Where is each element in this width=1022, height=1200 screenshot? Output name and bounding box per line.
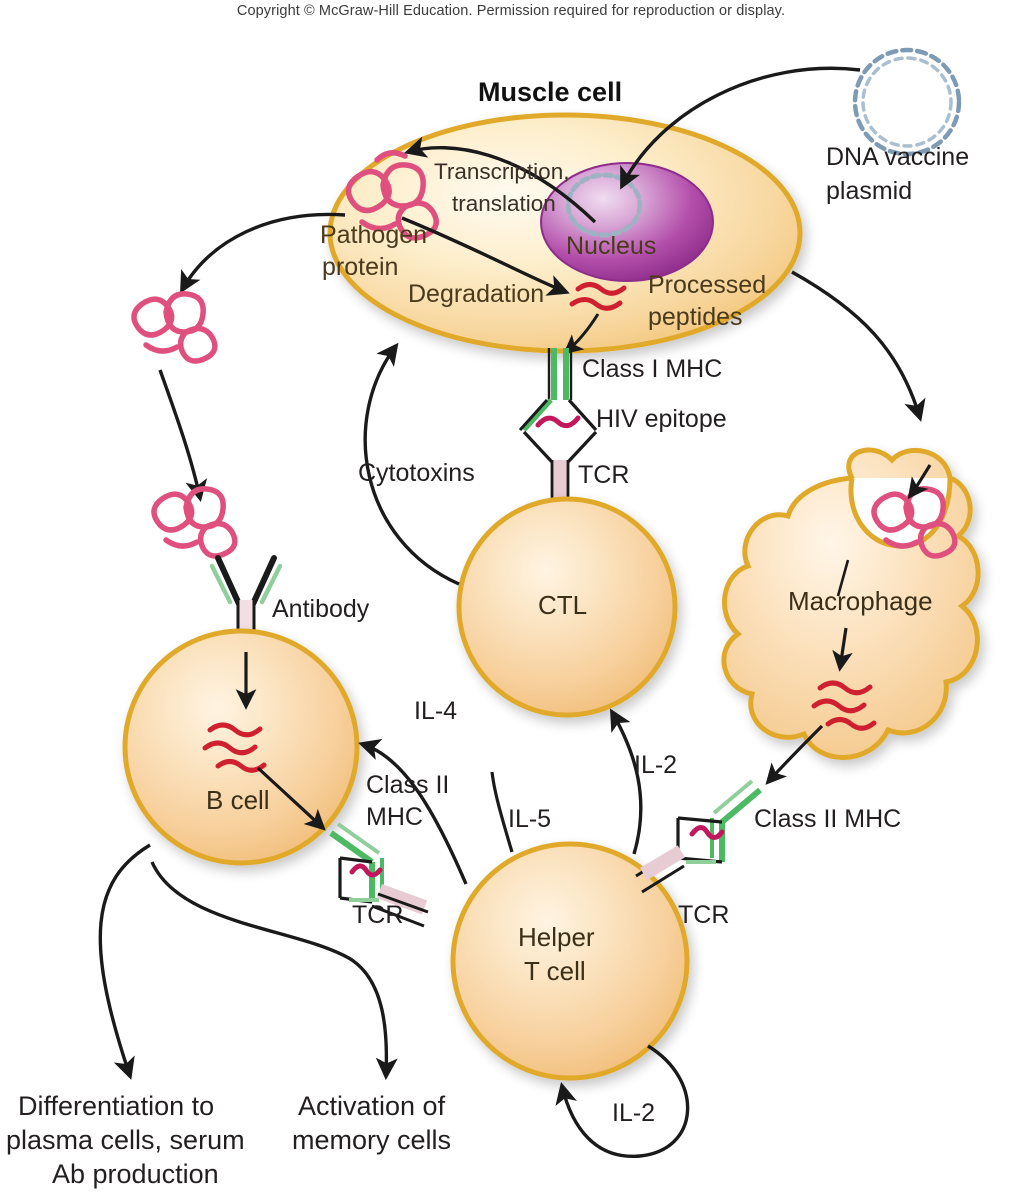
outcome-memory-line2: memory cells <box>292 1125 452 1155</box>
outcome-differentiation-line3: Ab production <box>52 1159 219 1189</box>
dna-plasmid-shape <box>852 47 962 157</box>
macrophage-peptides-icon <box>811 680 877 731</box>
il2-to-ctl-label: IL-2 <box>634 751 678 779</box>
differentiation-arrow <box>98 843 151 1080</box>
il2-autocrine-arrow <box>555 1044 690 1158</box>
macrophage-peptide-to-mhc-arrow <box>765 724 824 785</box>
il2-to-ctl-arrow <box>609 708 643 855</box>
plasmid-to-nucleus-arrow <box>620 66 861 190</box>
antigen-bound-to-antibody-icon <box>151 486 238 559</box>
nucleus-label: Nucleus <box>566 232 657 260</box>
cytotoxins-arrow <box>363 342 460 586</box>
transcription-arrow <box>404 136 597 224</box>
il4-label: IL-4 <box>414 697 458 725</box>
transcription-label-line1: Transcription, <box>434 159 570 184</box>
antigen-uptake-arrow <box>907 464 932 500</box>
il4-arrow <box>358 738 468 885</box>
tcr-label-bcell-side: TCR <box>352 901 404 929</box>
ctl-cell-shape <box>456 496 678 718</box>
il5-label: IL-5 <box>508 805 552 833</box>
outcome-differentiation-line2: plasma cells, serum <box>6 1125 245 1155</box>
il2-autocrine-label: IL-2 <box>612 1099 656 1127</box>
outcome-differentiation-line1: Differentiation to <box>18 1091 215 1121</box>
class-ii-mhc-label-macrophage: Class II MHC <box>754 805 902 833</box>
protein-release-arrow <box>180 212 346 294</box>
protein-to-macrophage-arrow <box>791 270 926 422</box>
il5-arrow <box>490 771 514 853</box>
transcription-label-line2: translation <box>452 191 556 216</box>
class-i-mhc-complex <box>518 348 598 512</box>
macrophage-label-leader <box>836 559 850 597</box>
pathogen-protein-label-line2: protein <box>322 253 399 281</box>
dna-plasmid-label-line1: DNA vaccine <box>826 143 970 171</box>
class-ii-mhc-label-bcell-line2: MHC <box>366 803 423 831</box>
degradation-label: Degradation <box>408 280 545 308</box>
free-antigen-icon-left <box>131 291 218 364</box>
hiv-epitope-label: HIV epitope <box>596 405 727 433</box>
dna-plasmid-label-line2: plasmid <box>826 177 913 205</box>
macrophage-label: Macrophage <box>788 586 933 616</box>
helper-t-cell-label-line1: Helper <box>518 922 595 952</box>
class-i-mhc-label: Class I MHC <box>582 355 723 383</box>
processed-peptides-label-line1: Processed <box>648 271 767 299</box>
helper-t-cell-label-line2: T cell <box>524 956 586 986</box>
antigen-to-bcell-arrow <box>158 369 208 502</box>
cytotoxins-label: Cytotoxins <box>358 459 475 487</box>
antigen-icon-right <box>871 486 958 559</box>
pathogen-protein-icon <box>345 150 439 241</box>
ctl-label: CTL <box>538 590 588 620</box>
tcr-label-macrophage-side: TCR <box>678 901 730 929</box>
processed-peptides-icon <box>569 282 627 311</box>
copyright-notice: Copyright © McGraw-Hill Education. Permi… <box>236 3 786 19</box>
b-cell-label: B cell <box>206 785 270 815</box>
class-ii-mhc-complex-bcell <box>329 822 429 928</box>
degradation-arrow <box>401 216 570 296</box>
muscle-cell-label: Muscle cell <box>478 77 623 107</box>
macrophage-processing-arrow <box>832 627 853 672</box>
outcome-memory-line1: Activation of <box>298 1091 446 1121</box>
class-ii-mhc-complex-macrophage <box>635 779 762 894</box>
processed-peptides-label-line2: peptides <box>648 303 743 331</box>
nucleus-shape <box>540 162 714 282</box>
memory-activation-arrow <box>150 861 398 1081</box>
helper-t-cell-shape <box>450 841 690 1081</box>
class-ii-mhc-label-bcell-line1: Class II <box>366 771 450 799</box>
bcell-peptide-to-mhc-arrow <box>256 766 326 831</box>
pathogen-protein-label-line1: Pathogen <box>320 221 428 249</box>
antibody-label: Antibody <box>272 595 370 623</box>
tcr-label-ctl: TCR <box>578 461 630 489</box>
